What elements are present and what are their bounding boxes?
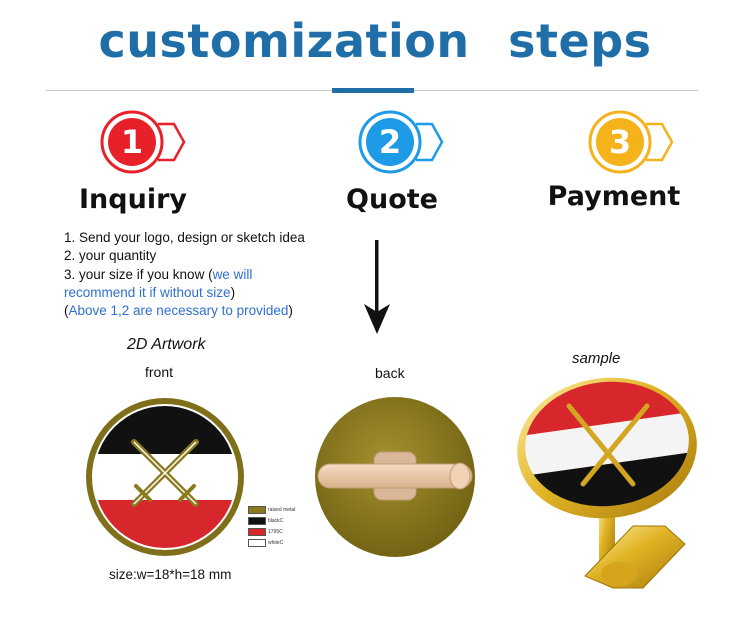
step-3-badge-icon: 3 <box>588 110 674 174</box>
step-2-number: 2 <box>379 123 401 161</box>
step-3-label: Payment <box>547 181 681 212</box>
step-1-badge-icon: 1 <box>100 110 186 174</box>
front-artwork-image <box>86 398 244 556</box>
legend-label: blackC <box>268 517 284 524</box>
requirement-line-1: 1. Send your logo, design or sketch idea <box>64 230 305 245</box>
legend-label: whiteC <box>268 539 284 546</box>
legend-swatch <box>248 538 266 547</box>
back-artwork-image <box>315 397 475 557</box>
front-label: front <box>145 364 174 380</box>
requirement-line-3-highlight: we will <box>212 266 253 282</box>
legend-swatch <box>248 527 266 536</box>
requirement-line-2: 2. your quantity <box>64 248 157 264</box>
title-divider-accent <box>332 88 414 93</box>
requirement-line-5: (Above 1,2 are necessary to provided) <box>64 302 354 320</box>
requirement-line-5-open: ( <box>64 303 69 319</box>
step-1-label: Inquiry <box>79 184 187 215</box>
legend-label: 1795C <box>268 528 283 535</box>
step-2-badge-icon: 2 <box>358 110 444 174</box>
artwork-title: 2D Artwork <box>127 336 206 353</box>
step-3-number: 3 <box>609 123 631 161</box>
requirement-line-3: 3. your size if you know (we will <box>64 266 354 284</box>
requirement-line-4-text: ) <box>230 284 236 300</box>
down-arrow-icon <box>364 240 390 334</box>
requirement-line-3-text: 3. your size if you know ( <box>64 266 213 282</box>
step-2-label: Quote <box>346 184 438 215</box>
size-label: size:w=18*h=18 mm <box>109 567 232 582</box>
color-legend: raised metal blackC 1795C whiteC <box>248 504 295 548</box>
legend-swatch <box>248 516 266 525</box>
requirement-line-4-highlight: recommend it if without size <box>64 284 231 300</box>
legend-item: whiteC <box>248 537 295 548</box>
sample-label: sample <box>572 350 621 367</box>
legend-swatch <box>248 505 266 514</box>
requirement-line-5-close: ) <box>288 303 293 319</box>
legend-label: raised metal <box>268 506 296 513</box>
step-1-number: 1 <box>121 123 143 161</box>
page-title: customization steps <box>98 14 652 68</box>
legend-item: 1795C <box>248 526 295 537</box>
back-label: back <box>375 365 405 381</box>
legend-item: blackC <box>248 515 295 526</box>
legend-item: raised metal <box>248 504 295 515</box>
sample-photo-image <box>517 376 697 589</box>
requirement-line-5-highlight: Above 1,2 are necessary to provided <box>68 303 289 319</box>
requirements-list: 1. Send your logo, design or sketch idea… <box>64 229 354 320</box>
requirement-line-4: recommend it if without size) <box>64 284 354 302</box>
